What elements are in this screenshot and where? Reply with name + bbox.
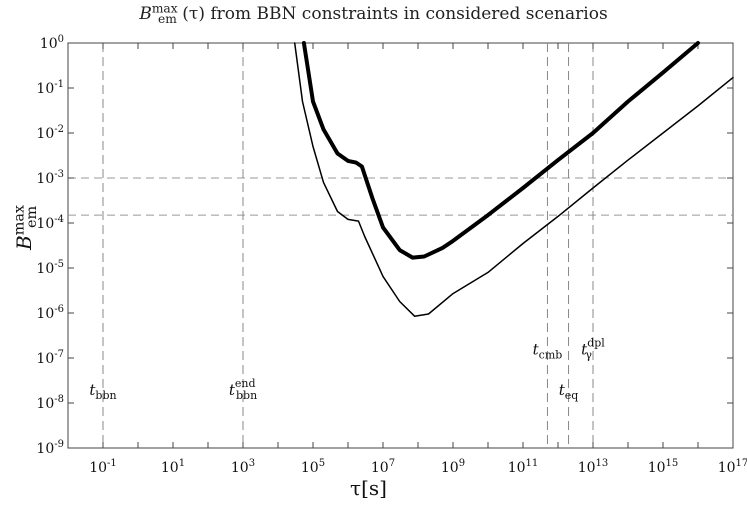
series-line-0 [301, 41, 700, 260]
y-tick-label-5: 10-5 [36, 259, 64, 277]
x-axis-label: τ[s] [350, 476, 387, 500]
x-tick-label-8: 1015 [648, 458, 679, 476]
y-axis-label: Bmaxem [11, 204, 40, 250]
x-tick-label-3: 105 [301, 458, 325, 476]
x-tick-label-2: 103 [231, 458, 255, 476]
y-tick-label-7: 10-7 [36, 349, 64, 367]
x-tick-label-1: 101 [161, 458, 185, 476]
vline-label-0: tbbn [89, 381, 116, 402]
y-tick-label-1: 10-1 [36, 79, 64, 97]
y-tick-label-6: 10-6 [36, 304, 64, 322]
chart-title: Bmaxem (τ) from BBN constraints in consi… [139, 1, 608, 27]
y-tick-label-0: 100 [40, 34, 64, 52]
vline-label-3: teq [559, 381, 579, 402]
y-tick-label-8: 10-8 [36, 394, 64, 412]
x-tick-label-9: 1017 [718, 458, 747, 476]
y-tick-label-9: 10-9 [36, 439, 64, 457]
y-tick-label-4: 10-4 [36, 214, 64, 232]
series-line-1 [293, 42, 734, 317]
vline-label-2: tcmb [533, 340, 563, 361]
x-tick-label-7: 1013 [578, 458, 609, 476]
y-tick-label-2: 10-2 [36, 124, 64, 142]
x-tick-label-5: 109 [441, 458, 465, 476]
x-tick-label-0: 10-1 [89, 458, 117, 476]
x-tick-label-4: 107 [371, 458, 395, 476]
plot-frame [67, 42, 734, 449]
x-tick-label-6: 1011 [508, 458, 539, 476]
y-tick-label-3: 10-3 [36, 169, 64, 187]
